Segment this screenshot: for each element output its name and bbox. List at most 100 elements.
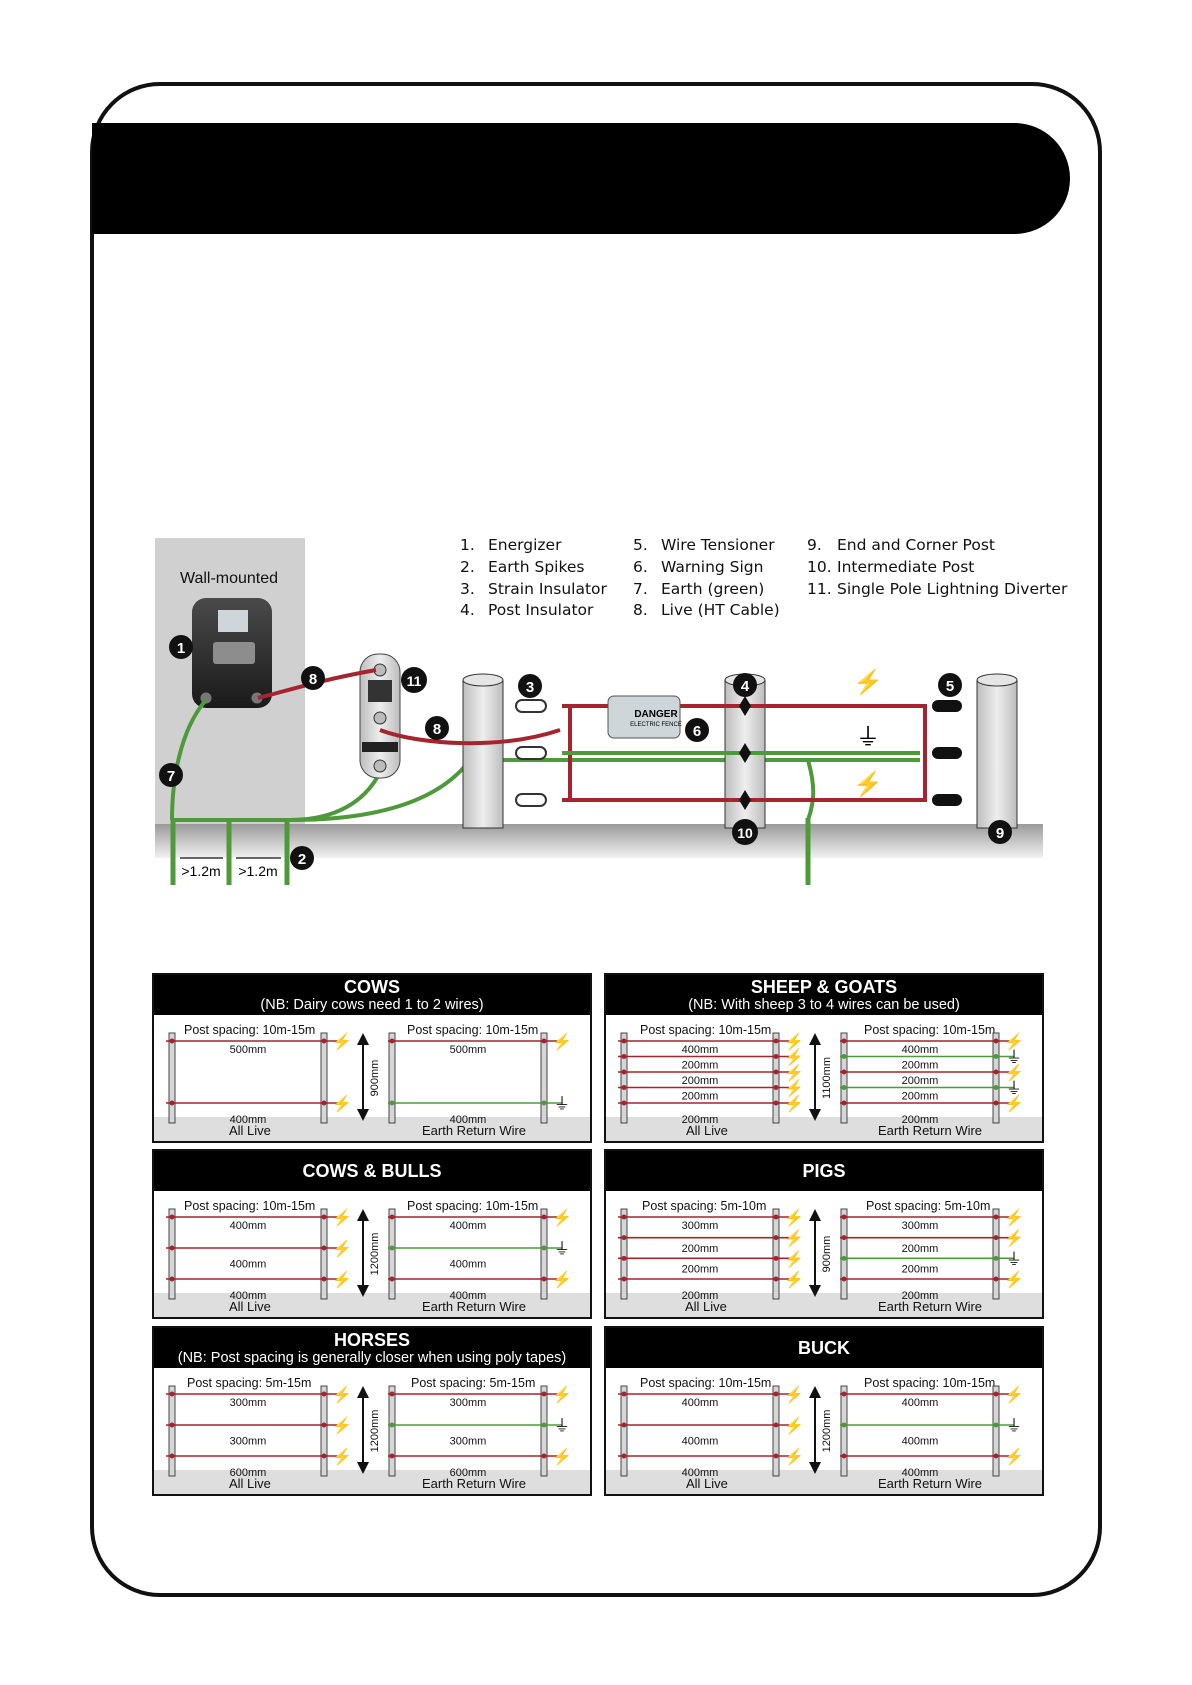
wire-insulator [621,1235,627,1241]
wire-insulator [169,1453,175,1459]
spacing-label: 400mm [682,1436,719,1448]
lightning-icon: ⚡ [1004,1385,1024,1404]
legend-item: 5.Wire Tensioner [633,536,775,554]
wire-insulator [321,1276,327,1282]
wire-insulator [621,1422,627,1428]
spacing-label: 500mm [230,1044,267,1056]
wire-insulator [541,1100,547,1106]
panel-note: (NB: Dairy cows need 1 to 2 wires) [260,997,484,1013]
wire-insulator [993,1054,999,1059]
post-spacing-right: Post spacing: 10m-15m [864,1376,996,1390]
lightning-icon: ⚡ [332,1270,352,1289]
height-arrow-head [357,1209,369,1221]
spacing-label: 200mm [902,1243,939,1255]
wire-insulator [389,1100,395,1106]
wire-insulator [841,1069,847,1075]
spacing-label: 200mm [902,1264,939,1276]
wire-tensioners [932,700,962,806]
spacing-label: 200mm [682,1075,719,1087]
wire-insulator [841,1214,847,1220]
wire-insulator [389,1214,395,1220]
panel-wires: ⚡⚡⚡⚡⚡400mm200mm200mm200mm200mm⚡⏚⚡⏚⚡400mm… [618,1032,1024,1126]
panel-wires: ⚡⚡⚡400mm400mm400mm⚡⏚⚡400mm400mm400mm1200… [166,1208,572,1302]
spacing-label: 400mm [682,1044,719,1056]
fence-post [540,1032,548,1124]
fence-post [840,1032,848,1124]
height-arrow-head [809,1462,821,1474]
footer-left-label: All Live [229,1299,271,1314]
wire-insulator [773,1422,779,1428]
lightning-icon: ⚡ [332,1447,352,1466]
spacing-label: 300mm [230,1397,267,1409]
wall-label: Wall-mounted [180,570,278,587]
wire-insulator [621,1214,627,1220]
wire-insulator [773,1085,779,1090]
wire-insulator [541,1276,547,1282]
lightning-icon: ⚡ [784,1229,804,1248]
footer-right-label: Earth Return Wire [878,1476,983,1491]
wire-insulator [841,1235,847,1241]
wire-insulator [541,1453,547,1459]
fence-post [168,1208,176,1300]
panel-wires: ⚡⚡⚡400mm400mm400mm⚡⏚⚡400mm400mm400mm1200… [618,1385,1024,1479]
fence-post [840,1208,848,1300]
wire-insulator [841,1453,847,1459]
spacing-label: 400mm [230,1290,267,1302]
height-label: 900mm [369,1060,381,1097]
panel-title: PIGS [802,1161,846,1181]
lightning-icon: ⚡ [332,1208,352,1227]
wire-insulator [773,1391,779,1397]
panel-footer [606,1293,1042,1317]
spacing-label: 200mm [682,1114,719,1126]
legend-item: 4.Post Insulator [460,601,594,620]
panel-note: (NB: Post spacing is generally closer wh… [177,1350,567,1366]
legend-column-1: 1.Energizer 2.Earth Spikes 3.Strain Insu… [460,535,607,622]
height-label: 1100mm [821,1057,833,1099]
lightning-diverter [359,653,401,779]
wire-insulator [321,1038,327,1044]
callout-10: 10 [732,819,758,845]
wire-insulator [773,1069,779,1075]
height-label: 1200mm [369,1233,381,1276]
wire-insulator [841,1391,847,1397]
wire-insulator [389,1391,395,1397]
panel-buck: BUCK Post spacing: 10m-15m Post spacing:… [604,1326,1044,1496]
svg-text:3: 3 [526,679,534,696]
earth-symbol-icon: ⏚ [1006,1049,1022,1067]
lightning-icon: ⚡ [332,1239,352,1258]
wire-insulator [993,1069,999,1075]
post-spacing-left: Post spacing: 5m-10m [642,1199,767,1213]
wire-insulator [841,1276,847,1282]
footer-right-label: Earth Return Wire [422,1123,527,1138]
panel-horses: HORSES (NB: Post spacing is generally cl… [152,1326,592,1496]
spacing-label: 300mm [902,1220,939,1232]
wire-insulator [321,1100,327,1106]
wire-insulator [321,1245,327,1251]
spacing-label: 400mm [682,1467,719,1479]
earth-spikes [170,818,811,885]
fence-post [388,1208,396,1300]
lightning-icon: ⚡ [784,1048,804,1067]
legend-item: 1.Energizer [460,536,562,554]
lightning-icon: ⚡ [552,1032,572,1051]
spacing-label: 200mm [682,1243,719,1255]
post-spacing-right: Post spacing: 5m-10m [866,1199,991,1213]
lightning-icon: ⚡ [332,1094,352,1113]
fence-post [620,1208,628,1300]
spacing-label: 400mm [450,1259,487,1271]
post-spacing-left: Post spacing: 10m-15m [184,1023,316,1037]
panel-wires: ⚡⚡⚡300mm300mm600mm⚡⏚⚡300mm300mm600mm1200… [166,1385,572,1479]
warning-sign: DANGER ELECTRIC FENCE [607,695,682,739]
footer-left-label: All Live [685,1299,727,1314]
panel-note: (NB: With sheep 3 to 4 wires can be used… [688,997,960,1013]
legend-column-2: 5.Wire Tensioner 6.Warning Sign 7.Earth … [633,535,780,622]
wire-insulator [773,1054,779,1059]
post-strain [462,673,504,829]
legend-item: 6.Warning Sign [633,557,764,576]
lightning-icon: ⚡ [1004,1229,1024,1248]
wire-insulator [621,1255,627,1261]
wire-insulator [621,1391,627,1397]
spacing-label: 400mm [230,1259,267,1271]
installation-diagram: Wall-mounted >1.2m >1.2m [155,538,1043,885]
